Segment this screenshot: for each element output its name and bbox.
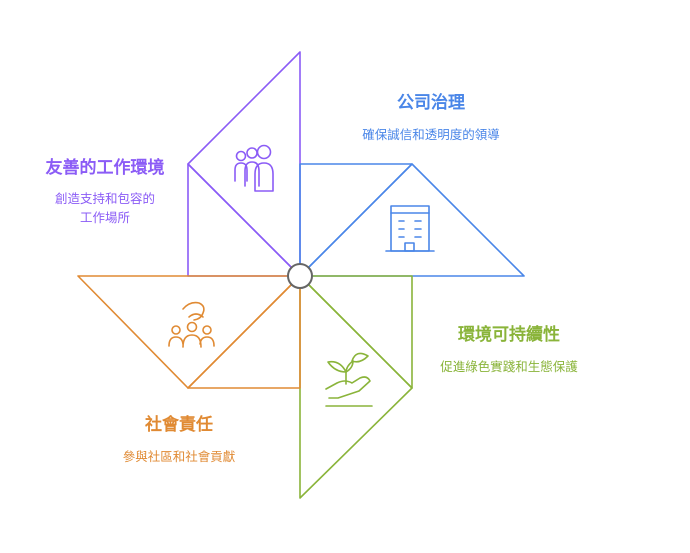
plant-in-hand-icon bbox=[325, 352, 373, 407]
section-title-friendly-workplace: 友善的工作環境 bbox=[45, 158, 165, 178]
center-hub bbox=[287, 263, 313, 289]
section-desc-line-1: 創造支持和包容的 bbox=[54, 190, 155, 206]
section-desc-social-responsibility: 參與社區和社會貢獻 bbox=[122, 448, 236, 464]
section-desc-environmental-sustainability: 促進綠色實踐和生態保護 bbox=[440, 358, 578, 374]
section-desc-corporate-governance: 確保誠信和透明度的領導 bbox=[362, 126, 500, 142]
section-title-social-responsibility: 社會責任 bbox=[145, 415, 213, 435]
section-desc-friendly-workplace: 創造支持和包容的 工作場所 bbox=[10, 190, 200, 228]
section-desc-line-2: 工作場所 bbox=[79, 209, 130, 225]
people-group-icon bbox=[234, 144, 274, 192]
section-title-environmental-sustainability: 環境可持續性 bbox=[458, 325, 560, 345]
label-social-responsibility: 社會責任 參與社區和社會貢獻 bbox=[84, 414, 274, 466]
blade-environmental-sustainability bbox=[299, 275, 413, 499]
label-friendly-workplace: 友善的工作環境 創造支持和包容的 工作場所 bbox=[10, 157, 200, 227]
label-corporate-governance: 公司治理 確保誠信和透明度的領導 bbox=[336, 92, 526, 144]
blade-social-responsibility bbox=[77, 275, 301, 389]
office-building-icon bbox=[385, 205, 435, 252]
label-environmental-sustainability: 環境可持續性 促進綠色實踐和生態保護 bbox=[412, 324, 606, 376]
section-title-corporate-governance: 公司治理 bbox=[397, 93, 465, 113]
blade-corporate-governance bbox=[299, 163, 525, 277]
community-hands-icon bbox=[168, 301, 215, 348]
